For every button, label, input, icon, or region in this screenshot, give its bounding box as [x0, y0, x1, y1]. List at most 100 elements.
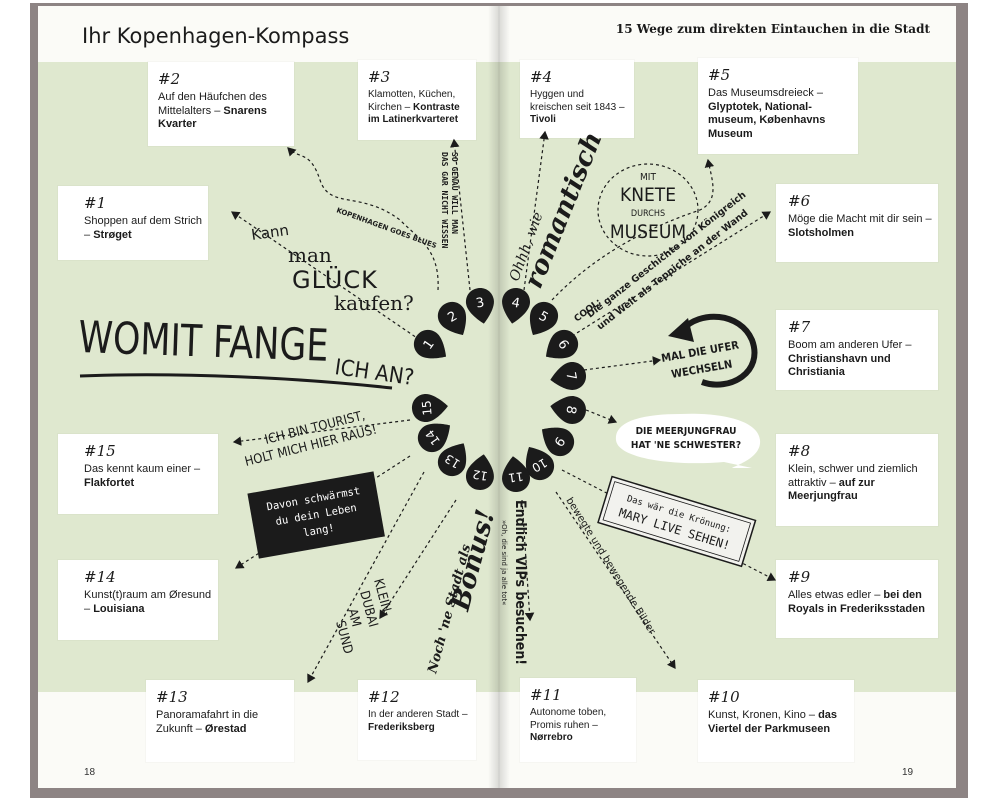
pin-10[interactable]: 10	[517, 440, 559, 485]
doodle-blues: KOPENHAGEN GOES BLUES	[335, 206, 437, 250]
doodle-vips: »Oh, die sind ja alle tot«	[500, 520, 508, 605]
pin-13[interactable]: 13	[433, 436, 476, 481]
pin-9[interactable]: 9	[534, 418, 580, 462]
entry-destination: bei den Royals in Frederiksstaden	[788, 589, 925, 615]
headline-text: WOMIT FANGE	[78, 312, 330, 372]
entry-14[interactable]: #14 Kunst(t)raum am Øresund – Louisiana	[58, 560, 218, 640]
pin-label: 3	[475, 295, 486, 311]
entry-text: In der anderen Stadt –	[368, 709, 468, 720]
entry-destination: Tivoli	[530, 114, 556, 125]
knete-bubble: MIT KNETE DURCHS MUSEUM	[597, 163, 699, 257]
entry-2[interactable]: #2 Auf den Häufchen des Mittelalters – S…	[148, 62, 294, 146]
entry-5[interactable]: #5 Das Museumsdreieck – Glyptotek, Natio…	[698, 58, 858, 154]
doodle-romantisch: romantisch	[519, 128, 609, 293]
entry-destination: Christianshavn und Christiania	[788, 352, 891, 379]
page-title-right: 15 Wege zum direkten Eintauchen in die S…	[615, 22, 930, 36]
pin-11[interactable]: 11	[499, 454, 532, 494]
pin-label: 13	[442, 451, 462, 471]
pin-label: 12	[471, 467, 488, 483]
entry-number: #14	[84, 568, 116, 586]
entry-number: #12	[368, 688, 400, 706]
entry-number: #9	[788, 568, 811, 586]
headline-underline	[79, 373, 393, 390]
entry-9[interactable]: #9 Alles etwas edler – bei den Royals in…	[776, 560, 938, 638]
entry-destination: Kontraste im Latinerkvarteret	[368, 101, 460, 126]
entry-destination: Slotsholmen	[788, 226, 855, 239]
pin-7[interactable]: 7	[548, 360, 588, 394]
entry-text: Shoppen auf dem Strich –	[84, 215, 203, 241]
doodle-mit: MIT	[640, 172, 656, 183]
doodle-genau: DAS GAR NICHT WISSEN	[440, 152, 449, 249]
pin-label: 15	[419, 400, 434, 416]
doodle-meerjungfrau: DIE MEERJUNGFRAU	[636, 426, 737, 437]
entry-text: Panoramafahrt in die Zukunft –	[156, 709, 259, 735]
pin-3[interactable]: 3	[464, 286, 498, 326]
entry-3[interactable]: #3 Klamotten, Küchen, Kirchen – Kontrast…	[358, 60, 476, 140]
pin-6[interactable]: 6	[538, 325, 584, 369]
entry-number: #8	[788, 442, 811, 460]
doodle-genau: SO GENAU WILL MAN	[450, 152, 459, 234]
entry-6[interactable]: #6 Möge die Macht mit dir sein – Slotsho…	[776, 184, 938, 262]
headline: WOMIT FANGE ICH AN?	[78, 312, 416, 391]
entry-text: Das kennt kaum einer –	[84, 463, 201, 475]
entry-destination: Ørestad	[204, 722, 247, 735]
pin-8[interactable]: 8	[548, 392, 588, 426]
pin-4[interactable]: 4	[498, 286, 532, 326]
doodle-museum: MUSEUM	[610, 221, 686, 243]
doodle-kaufen: kaufen?	[334, 291, 414, 315]
entry-number: #5	[708, 66, 731, 84]
doodle-knete: KNETE	[620, 184, 676, 206]
entry-15[interactable]: #15 Das kennt kaum einer – Flakfortet	[58, 434, 218, 514]
doodle-vips: Endlich VIPs besuchen!	[512, 500, 528, 665]
pin-12[interactable]: 12	[464, 452, 498, 492]
entry-number: #3	[368, 68, 391, 86]
entry-number: #13	[156, 688, 188, 706]
entry-destination: Snarens Kvarter	[158, 104, 267, 131]
entry-number: #4	[530, 68, 553, 86]
entry-8[interactable]: #8 Klein, schwer und ziemlich attraktiv …	[776, 434, 938, 526]
entry-number: #6	[788, 192, 811, 210]
entry-text: Möge die Macht mit dir sein –	[788, 213, 932, 225]
entry-text: Alles etwas edler –	[788, 589, 884, 601]
schwaermst-box: Davon schwärmst du dein Leben lang!	[247, 471, 385, 559]
entry-text: Boom am anderen Ufer –	[788, 339, 912, 351]
entry-text: Autonome toben, Promis ruhen –	[530, 707, 607, 731]
pin-5[interactable]: 5	[521, 297, 563, 342]
entry-text: Kunst, Kronen, Kino –	[708, 709, 819, 721]
entry-destination: Frederiksberg	[368, 721, 435, 733]
doodle-bonus: Bonus!	[446, 506, 502, 614]
page-number-left: 18	[84, 767, 96, 778]
entry-text: Auf den Häufchen des Mittelalters –	[158, 91, 267, 117]
entry-4[interactable]: #4 Hyggen und kreischen seit 1843 – Tivo…	[520, 60, 634, 138]
entry-destination: Louisiana	[93, 602, 145, 615]
meerjungfrau-bubble: DIE MEERJUNGFRAU HAT 'NE SCHWESTER?	[615, 413, 761, 468]
entry-number: #15	[84, 442, 116, 460]
entry-12[interactable]: #12 In der anderen Stadt – Frederiksberg	[358, 680, 476, 760]
entry-text: Klamotten, Küchen, Kirchen –	[368, 89, 456, 113]
entry-13[interactable]: #13 Panoramafahrt in die Zukunft – Ørest…	[146, 680, 294, 762]
entry-number: #10	[708, 688, 740, 706]
doodle-glueck: GLÜCK	[292, 265, 378, 294]
pin-1[interactable]: 1	[409, 325, 455, 369]
pin-14[interactable]: 14	[413, 414, 459, 458]
entry-number: #7	[788, 318, 811, 336]
pin-2[interactable]: 2	[433, 297, 475, 342]
pin-15[interactable]: 15	[411, 392, 449, 423]
book-spine	[488, 6, 510, 788]
page-title-left: Ihr Kopenhagen-Kompass	[82, 24, 350, 48]
entry-10[interactable]: #10 Kunst, Kronen, Kino – das Viertel de…	[698, 680, 854, 762]
entry-text: Hyggen und kreischen seit 1843 –	[530, 89, 625, 113]
entry-7[interactable]: #7 Boom am anderen Ufer – Christianshavn…	[776, 310, 938, 390]
doodle-klein: AM	[344, 607, 363, 628]
entry-text: Kunst(t)raum am Øresund –	[84, 589, 212, 615]
page-number-right: 19	[902, 767, 914, 778]
entry-1[interactable]: #1 Shoppen auf dem Strich – Strøget	[58, 186, 208, 260]
entry-destination: Nørrebro	[530, 732, 573, 743]
pin-label: 10	[529, 455, 549, 475]
ufer-sign: MAL DIE UFER WECHSELN	[660, 313, 758, 388]
entry-number: #11	[530, 686, 562, 704]
entry-text: Klein, schwer und ziemlich attraktiv –	[788, 463, 918, 489]
entry-11[interactable]: #11 Autonome toben, Promis ruhen – Nørre…	[520, 678, 636, 762]
compass-pins: 1 2 3 4 5 6 7 8 9 10 11 12 13 14 15	[409, 286, 588, 494]
entry-destination: Flakfortet	[84, 476, 135, 489]
